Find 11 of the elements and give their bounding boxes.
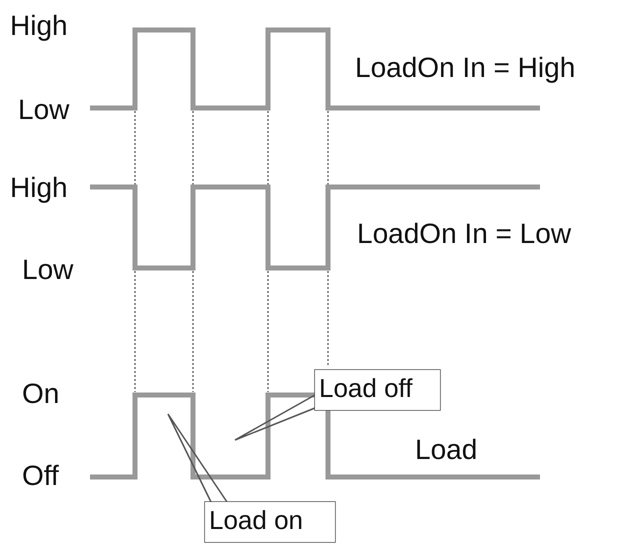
signal-name: LoadOn In = Low (357, 218, 572, 250)
level-label: Off (22, 460, 59, 492)
level-label: High (10, 172, 68, 204)
callout-box: Load off (315, 370, 440, 410)
level-label: High (10, 10, 68, 42)
signal-name: LoadOn In = High (355, 52, 576, 84)
level-label: On (22, 378, 60, 410)
level-label: Low (22, 254, 74, 286)
signal-name: Load (415, 434, 478, 466)
callout-box: Load on (205, 502, 335, 542)
level-label: Low (18, 94, 70, 126)
